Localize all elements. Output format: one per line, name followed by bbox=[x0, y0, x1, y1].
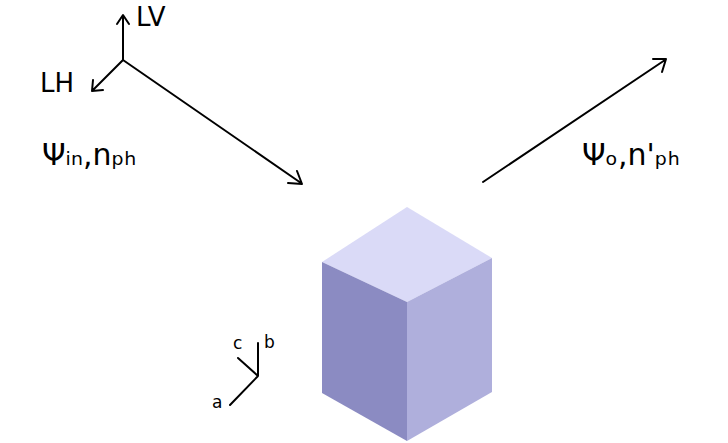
beam-label: Ψᵢₙ,nₚₕ bbox=[42, 140, 136, 170]
axis-label: c bbox=[233, 335, 242, 352]
polarization-label: LV bbox=[136, 4, 165, 30]
lh-axis bbox=[92, 60, 123, 91]
polarization-label: LH bbox=[40, 70, 74, 96]
beam-label: Ψₒ,n'ₚₕ bbox=[582, 140, 680, 170]
crystal-axes bbox=[230, 343, 258, 405]
crystal-cube bbox=[322, 207, 492, 441]
lv-axis bbox=[117, 15, 129, 60]
axis-label: a bbox=[212, 394, 222, 411]
incident-beam bbox=[123, 60, 302, 184]
axis-label: b bbox=[264, 334, 275, 351]
